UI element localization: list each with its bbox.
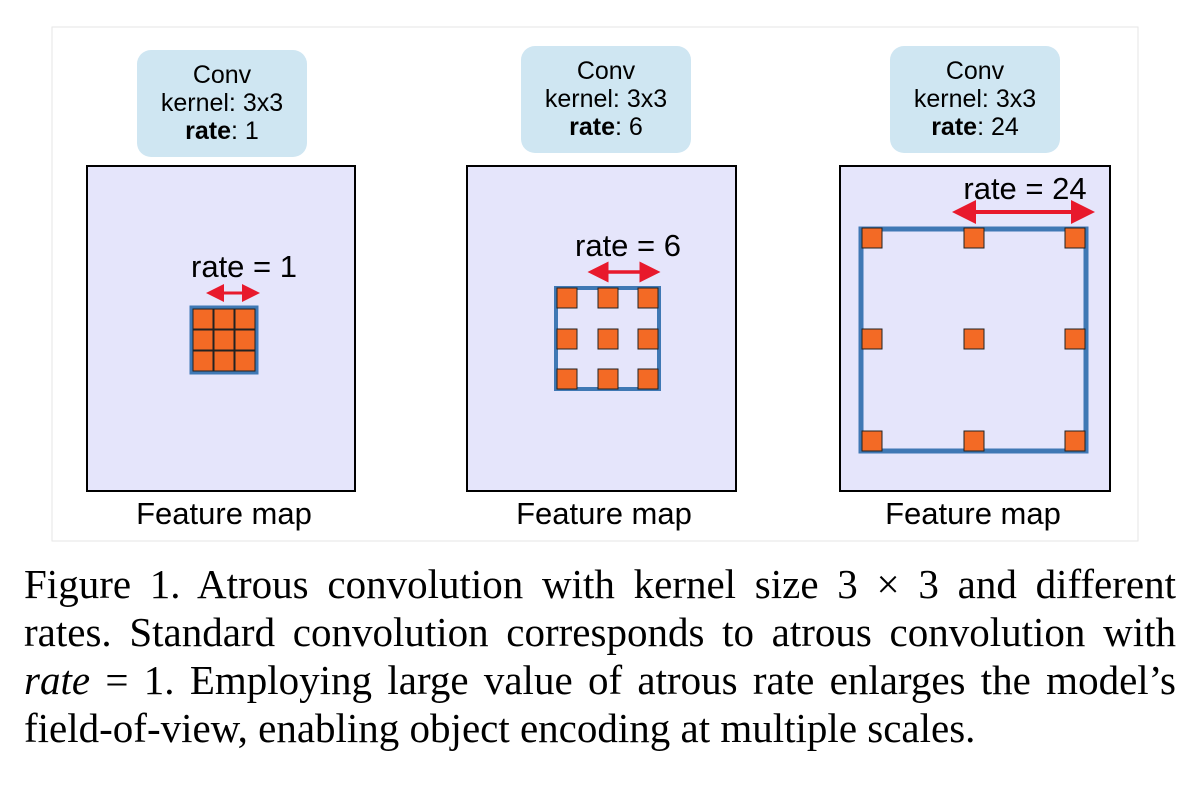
rate-setting-label: rate: 24 — [931, 113, 1019, 141]
feature-map-label: Feature map — [516, 496, 692, 531]
math-digit: 3 — [837, 561, 858, 607]
kernel-cell — [556, 328, 578, 350]
kernel-cell — [637, 287, 659, 309]
conv-label-box — [521, 46, 691, 153]
conv-title: Conv — [577, 57, 636, 85]
kernel-cell — [1064, 227, 1086, 249]
kernel-cell — [963, 328, 985, 350]
kernel-cell — [597, 368, 619, 390]
rate-setting-label: rate: 6 — [569, 113, 643, 141]
math-digit: 3 — [918, 561, 939, 607]
kernel-cell — [861, 328, 883, 350]
kernel-cell — [597, 328, 619, 350]
math-times: × — [857, 561, 919, 607]
kernel-cell — [637, 328, 659, 350]
rate-setting-key: rate — [931, 113, 977, 141]
kernel-cell — [192, 350, 214, 372]
kernel-cell — [234, 329, 256, 351]
figure-frame — [51, 26, 1139, 542]
caption-text-2: and different rates. Standard convolutio… — [24, 561, 1176, 655]
rate-setting-key: rate — [569, 113, 615, 141]
kernel-grid-sparse — [858, 226, 1089, 454]
caption-math-rate: rate = 1 — [24, 657, 164, 703]
kernel-cell — [556, 368, 578, 390]
kernel-size-label: kernel: 3x3 — [161, 89, 283, 117]
kernel-size-label: kernel: 3x3 — [914, 85, 1036, 113]
kernel-cell — [234, 308, 256, 330]
kernel-cell — [963, 227, 985, 249]
conv-title: Conv — [193, 61, 252, 89]
figure-caption: Figure 1. Atrous convolution with kernel… — [24, 560, 1176, 752]
kernel-cell — [213, 308, 235, 330]
panel-rate-24: Conv kernel: 3x3 rate: 24 rate = 24 Feat… — [839, 46, 1111, 531]
kernel-grid-dilated — [554, 286, 661, 391]
math-variable: rate — [24, 657, 91, 703]
kernel-cell — [861, 430, 883, 452]
rate-annotation: rate = 24 — [963, 171, 1086, 206]
kernel-cell — [213, 329, 235, 351]
conv-title: Conv — [946, 57, 1005, 85]
kernel-cell — [234, 350, 256, 372]
kernel-cell — [861, 227, 883, 249]
math-equals: = 1 — [90, 657, 165, 703]
kernel-cell — [1064, 430, 1086, 452]
kernel-cell — [963, 430, 985, 452]
rate-setting-value: : 1 — [231, 117, 259, 145]
kernel-cell — [597, 287, 619, 309]
rate-setting-value: : 24 — [977, 113, 1019, 141]
kernel-cell — [637, 368, 659, 390]
conv-label-box — [137, 50, 307, 157]
panel-rate-6: Conv kernel: 3x3 rate: 6 rate = 6 Featur… — [466, 46, 737, 531]
caption-math-kernel-size: 3 × 3 — [837, 561, 939, 607]
rate-setting-label: rate: 1 — [185, 117, 259, 145]
kernel-cell — [192, 308, 214, 330]
rate-setting-key: rate — [185, 117, 231, 145]
kernel-cell — [213, 350, 235, 372]
rate-annotation: rate = 1 — [191, 249, 297, 284]
kernel-grid-dense — [189, 305, 259, 375]
caption-text-3: . Employing large value of atrous rate e… — [24, 657, 1177, 751]
feature-map-label: Feature map — [885, 496, 1061, 531]
caption-text-1: Figure 1. Atrous convolution with kernel… — [24, 561, 838, 607]
panel-rate-1: Conv kernel: 3x3 rate: 1 rate = 1 Featur… — [86, 50, 356, 531]
feature-map-label: Feature map — [136, 496, 312, 531]
kernel-cell — [1064, 328, 1086, 350]
kernel-size-label: kernel: 3x3 — [545, 85, 667, 113]
conv-label-box — [890, 46, 1060, 153]
kernel-cell — [192, 329, 214, 351]
atrous-diagram: Conv kernel: 3x3 rate: 1 rate = 1 Featur… — [51, 26, 1139, 542]
rate-annotation: rate = 6 — [575, 228, 681, 263]
kernel-cell — [556, 287, 578, 309]
rate-setting-value: : 6 — [615, 113, 643, 141]
